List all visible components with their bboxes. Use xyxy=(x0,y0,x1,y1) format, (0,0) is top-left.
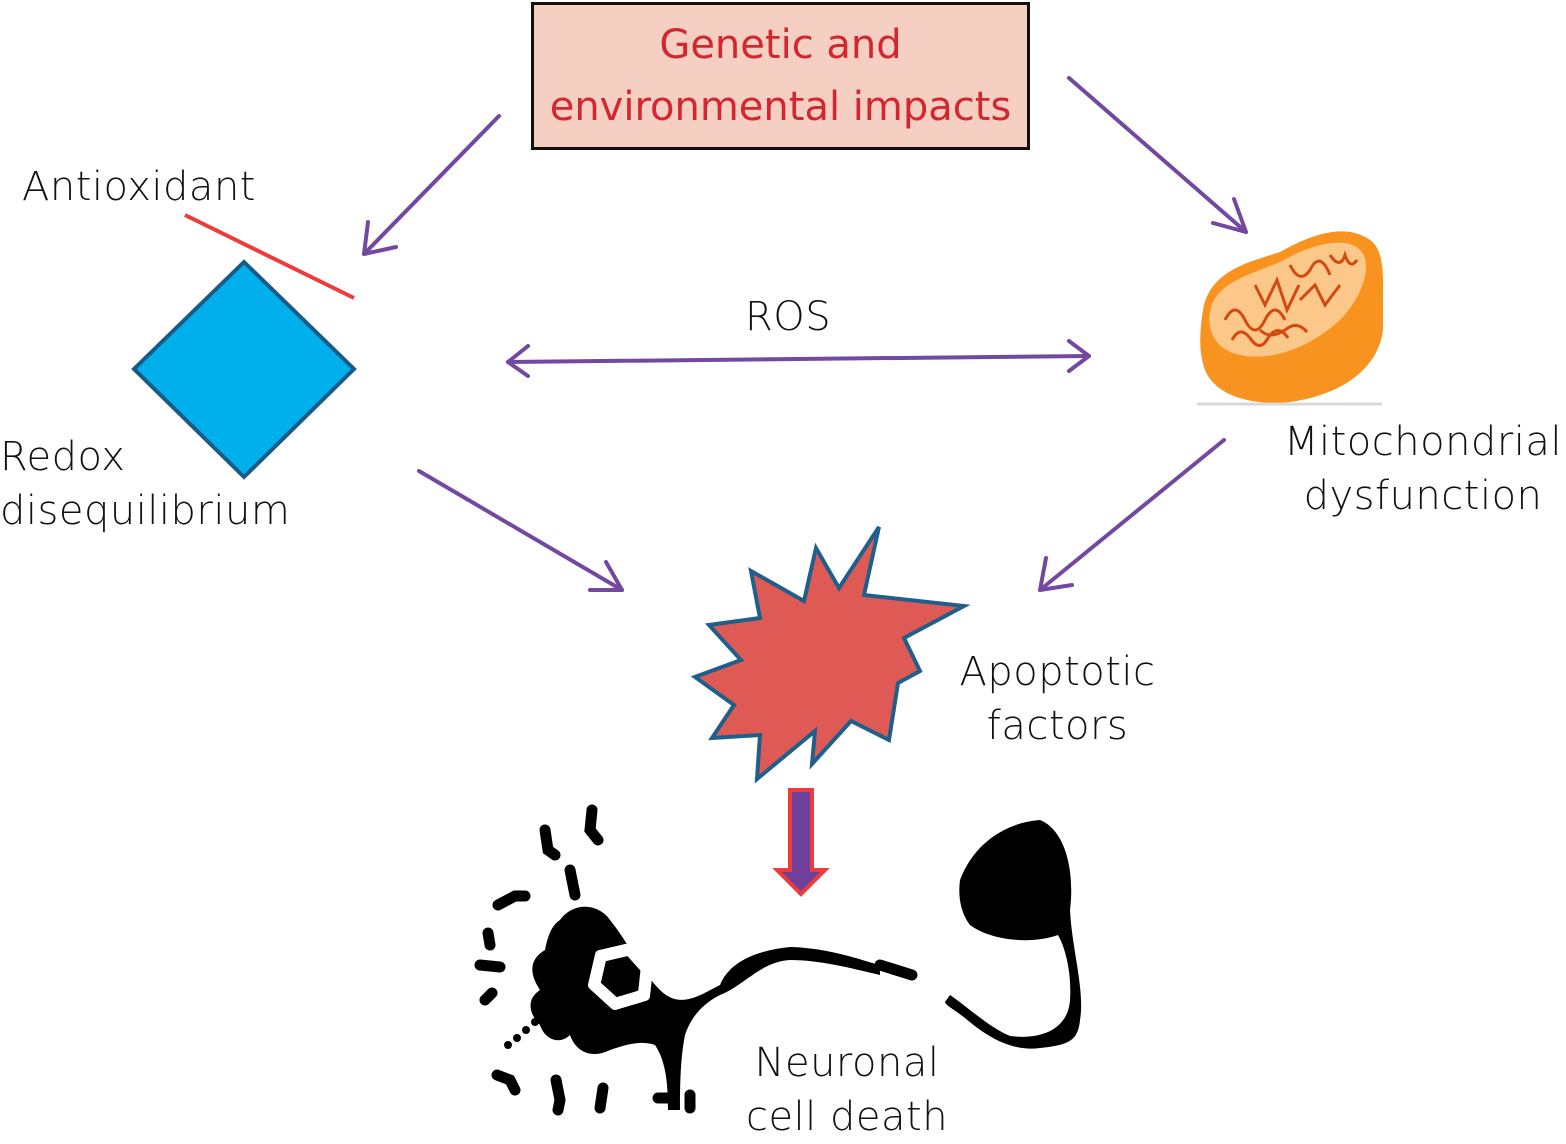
source-node-line1: Genetic and xyxy=(659,22,902,68)
apoptotic-label: Apoptotic factors xyxy=(955,645,1160,753)
redox-label-line1: Redox xyxy=(0,434,126,480)
apoptotic-star-shape xyxy=(690,525,971,784)
redox-label-line2: disequilibrium xyxy=(0,488,291,534)
antioxidant-label-text: Antioxidant xyxy=(22,164,256,210)
block-arrow-down xyxy=(772,788,830,897)
ros-label-text: ROS xyxy=(745,294,832,340)
apoptotic-label-line2: factors xyxy=(986,703,1129,749)
source-node-box: Genetic and environmental impacts xyxy=(531,2,1030,150)
mito-label-line1: Mitochondrial xyxy=(1283,419,1563,465)
arrow-ros-bidirectional xyxy=(506,339,1091,378)
redox-label: Redox disequilibrium xyxy=(0,430,290,538)
arrow-mito-to-apoptotic xyxy=(1038,438,1226,592)
neuron-icon xyxy=(474,804,1082,1116)
arrow-source-to-redox xyxy=(362,114,501,256)
source-node-line2: environmental impacts xyxy=(549,84,1012,130)
mito-label: Mitochondrial dysfunction xyxy=(1280,415,1566,523)
apoptotic-label-line1: Apoptotic xyxy=(959,649,1156,695)
antioxidant-inhibition-line xyxy=(184,213,355,300)
mito-label-line2: dysfunction xyxy=(1303,473,1543,519)
antioxidant-label: Antioxidant xyxy=(22,160,256,214)
neuron-label-line1: Neuronal xyxy=(754,1040,940,1086)
neuron-label: Neuronal cell death xyxy=(742,1036,952,1144)
ros-label: ROS xyxy=(745,290,831,344)
arrow-redox-to-apoptotic xyxy=(417,469,624,592)
redox-diamond-shape xyxy=(131,259,357,480)
neuron-label-line2: cell death xyxy=(745,1094,949,1140)
mitochondrion-icon xyxy=(1197,231,1384,406)
arrow-source-to-mito xyxy=(1067,76,1248,234)
